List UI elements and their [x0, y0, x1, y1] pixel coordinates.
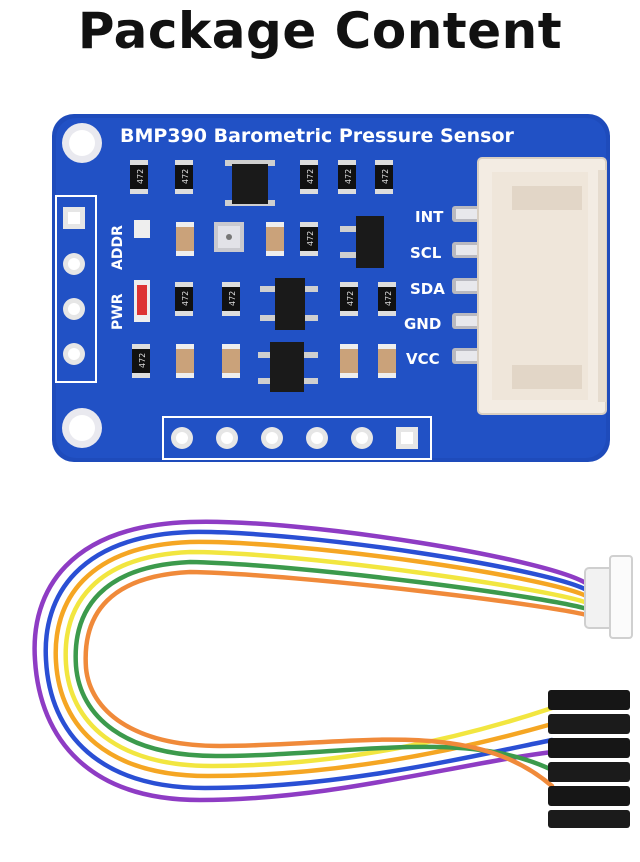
cable-jst-plug: [584, 555, 633, 639]
mounting-hole: [62, 408, 102, 448]
left-header-pins: [63, 207, 85, 365]
svg-text:472: 472: [138, 353, 147, 368]
jumper-cable: [32, 519, 593, 803]
svg-text:472: 472: [136, 169, 145, 184]
board-name: BMP390 Barometric Pressure Sensor: [120, 125, 514, 147]
pressure-sensor-chip: [214, 222, 244, 252]
jst-connector: [477, 157, 607, 415]
svg-text:472: 472: [181, 169, 190, 184]
pwr-label: PWR: [110, 293, 126, 330]
left-header-outline: [55, 195, 97, 383]
pin-label-sda: SDA: [410, 280, 445, 298]
mounting-hole: [62, 123, 102, 163]
capacitors: [134, 220, 396, 378]
ic-chip: [260, 278, 318, 330]
svg-text:472: 472: [181, 291, 190, 306]
svg-text:472: 472: [344, 169, 353, 184]
svg-text:472: 472: [306, 231, 315, 246]
bottom-header-outline: [162, 416, 432, 460]
resistors: 472 472 472 472 472 472 472 472 472 472 …: [130, 160, 396, 378]
svg-text:472: 472: [346, 291, 355, 306]
pin-label-scl: SCL: [410, 244, 442, 262]
sensor-board: BMP390 Barometric Pressure Sensor ADDR P…: [52, 114, 610, 462]
svg-text:472: 472: [381, 169, 390, 184]
svg-text:472: 472: [384, 291, 393, 306]
addr-label: ADDR: [110, 225, 126, 270]
page-title: Package Content: [77, 2, 563, 60]
pin-label-int: INT: [415, 208, 444, 226]
pin-label-gnd: GND: [404, 315, 441, 333]
dupont-connectors: [548, 690, 630, 828]
ic-chip: [225, 160, 275, 206]
bottom-header-pins: [171, 427, 418, 449]
svg-text:472: 472: [228, 291, 237, 306]
ic-chip: [340, 216, 384, 268]
ic-chip: [258, 342, 318, 392]
svg-text:472: 472: [306, 169, 315, 184]
pin-label-vcc: VCC: [406, 350, 440, 368]
